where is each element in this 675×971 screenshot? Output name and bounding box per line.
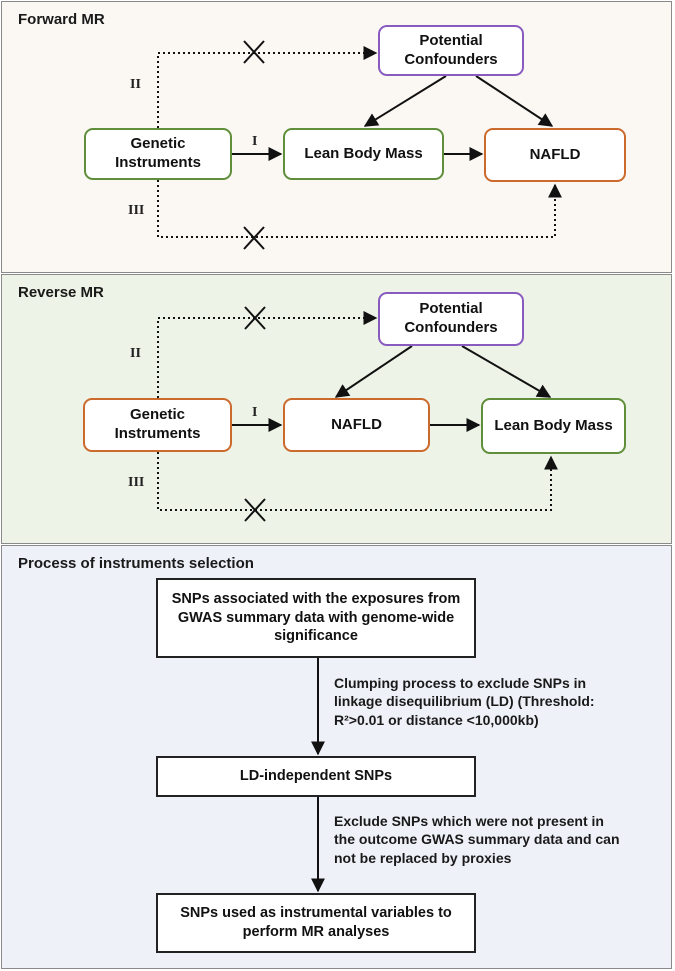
forward-path-iii-label: III [128, 203, 145, 218]
reverse-path-ii-label: II [130, 346, 141, 361]
reverse-cross-ii-icon [244, 306, 266, 330]
reverse-connectors [157, 306, 558, 522]
process-step-ld-independent: LD-independent SNPs [156, 756, 476, 797]
reverse-path-iii-label: III [128, 475, 145, 490]
forward-genetic-instruments-box: Genetic Instruments [84, 128, 232, 180]
process-note-clumping: Clumping process to exclude SNPs in link… [334, 675, 595, 728]
forward-confounder-exposure-arrow [363, 75, 447, 127]
forward-cross-iii-icon [243, 226, 265, 250]
forward-lean-body-mass-box: Lean Body Mass [283, 128, 444, 180]
forward-nafld-box: NAFLD [484, 128, 626, 182]
forward-connectors [157, 40, 562, 250]
process-step-snps-associated: SNPs associated with the exposures from … [156, 578, 476, 658]
forward-path-ii-label: II [130, 77, 141, 92]
reverse-path-ii-dotted [157, 311, 378, 398]
process-step-instrumental-variables: SNPs used as instrumental variables to p… [156, 893, 476, 953]
reverse-nafld-box: NAFLD [283, 398, 430, 452]
forward-confounder-outcome-arrow [475, 75, 554, 127]
reverse-confounder-exposure-arrow [334, 345, 413, 398]
reverse-lean-body-mass-box: Lean Body Mass [481, 398, 626, 454]
reverse-genetic-instruments-box: Genetic Instruments [83, 398, 232, 452]
reverse-cross-iii-icon [244, 498, 266, 522]
process-title: Process of instruments selection [18, 555, 254, 572]
forward-path-i-label: I [252, 134, 258, 149]
forward-mr-title: Forward MR [18, 11, 105, 28]
forward-path-iii-dotted [157, 180, 562, 238]
reverse-mr-title: Reverse MR [18, 284, 104, 301]
forward-potential-confounders-box: Potential Confounders [378, 25, 524, 76]
reverse-path-iii-dotted [157, 452, 558, 511]
reverse-potential-confounders-box: Potential Confounders [378, 292, 524, 346]
forward-cross-ii-icon [243, 40, 265, 64]
reverse-path-i-label: I [252, 405, 258, 420]
reverse-confounder-outcome-arrow [461, 345, 552, 398]
forward-path-ii-dotted [157, 46, 378, 128]
process-note-exclude: Exclude SNPs which were not present in t… [334, 813, 620, 866]
